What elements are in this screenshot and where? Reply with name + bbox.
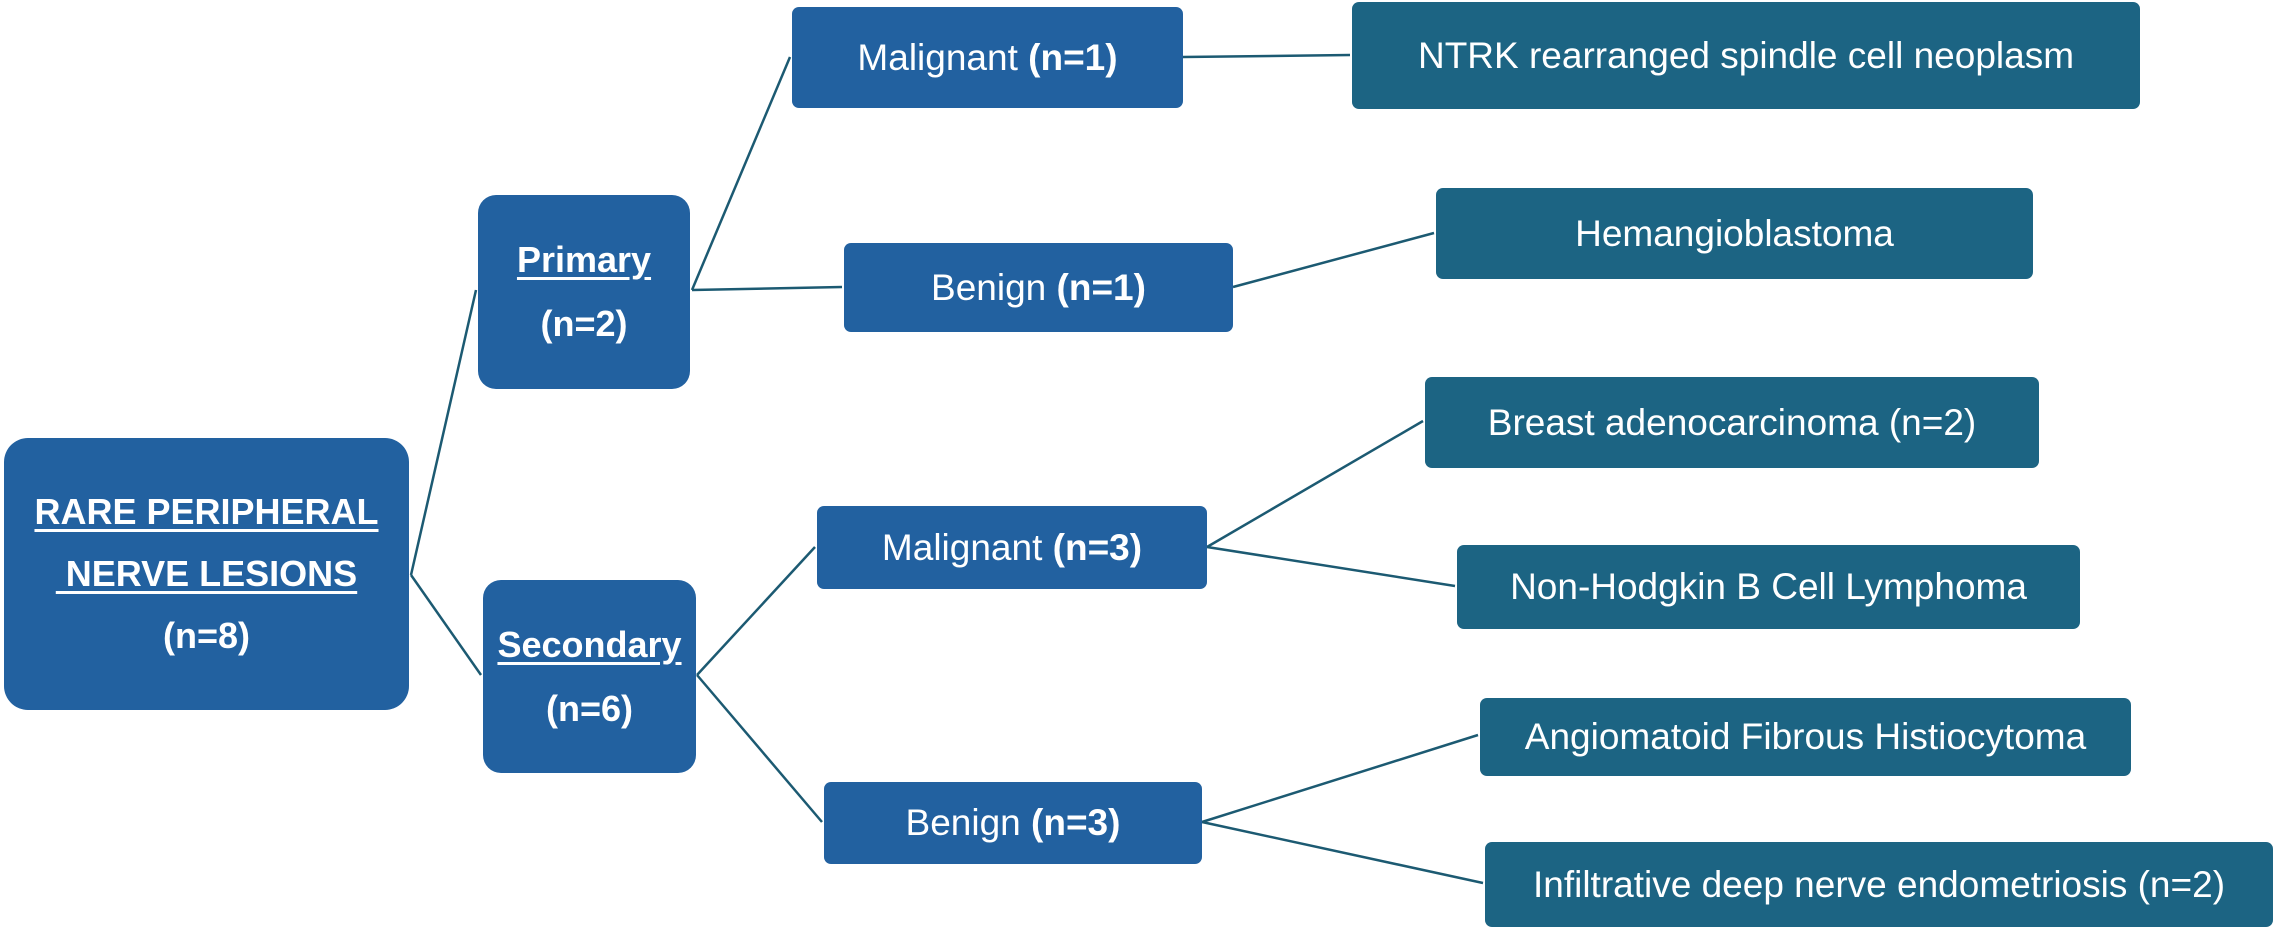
connector-secondary-benign [696,674,823,823]
connector-malignant1-ntrk [1182,53,1351,59]
connector-root-primary [409,289,478,576]
connector-malignant3-breast [1206,419,1424,549]
connector-primary-benign [691,285,843,292]
leaf-label: Infiltrative deep nerve endometriosis (n… [1532,863,2226,905]
leaf-breast-adenocarcinoma: Breast adenocarcinoma (n=2) [1425,377,2039,468]
secondary-benign-label: Benign [905,802,1021,843]
secondary-malignant-count: (n=3) [1052,526,1143,568]
leaf-label: Angiomatoid Fibrous Histiocytoma [1524,716,2087,757]
secondary-node: Secondary (n=6) [483,580,696,773]
primary-benign-count: (n=1) [1056,266,1146,308]
root-title-line2: NERVE LESIONS [55,553,358,594]
leaf-non-hodgkin-lymphoma: Non-Hodgkin B Cell Lymphoma [1457,545,2080,629]
secondary-benign-node: Benign (n=3) [824,782,1202,864]
secondary-benign-count: (n=3) [1031,802,1121,843]
leaf-ntrk-neoplasm: NTRK rearranged spindle cell neoplasm [1352,2,2140,109]
primary-benign-node: Benign (n=1) [844,243,1233,332]
leaf-label: Breast adenocarcinoma (n=2) [1487,401,1977,443]
leaf-label: Hemangioblastoma [1575,212,1894,254]
leaf-angiomatoid-fibrous-histiocytoma: Angiomatoid Fibrous Histiocytoma [1480,698,2131,776]
leaf-label: NTRK rearranged spindle cell neoplasm [1417,34,2075,76]
connector-secondary-malignant [696,546,816,676]
secondary-malignant-label: Malignant [881,526,1043,568]
root-node: RARE PERIPHERAL NERVE LESIONS (n=8) [4,438,409,710]
connector-benign1-hemangioblastoma [1232,231,1435,289]
connector-malignant3-lymphoma [1206,545,1456,588]
secondary-count: (n=6) [545,687,633,729]
connector-benign3-endometriosis [1201,820,1484,885]
connector-primary-malignant [690,56,792,291]
primary-count: (n=2) [540,303,628,344]
root-count: (n=8) [162,615,250,656]
root-title-line1: RARE PERIPHERAL [34,491,379,532]
primary-node: Primary (n=2) [478,195,690,389]
primary-benign-label: Benign [931,266,1047,308]
primary-malignant-count: (n=1) [1028,36,1118,78]
leaf-label: Non-Hodgkin B Cell Lymphoma [1510,566,2027,607]
secondary-malignant-node: Malignant (n=3) [817,506,1207,589]
connector-benign3-angiomatoid [1201,733,1479,824]
leaf-hemangioblastoma: Hemangioblastoma [1436,188,2033,279]
primary-title: Primary [516,239,652,280]
secondary-title: Secondary [497,623,682,665]
connector-root-secondary [409,574,483,676]
leaf-deep-nerve-endometriosis: Infiltrative deep nerve endometriosis (n… [1485,842,2273,927]
primary-malignant-node: Malignant (n=1) [792,7,1183,108]
primary-malignant-label: Malignant [857,36,1018,78]
